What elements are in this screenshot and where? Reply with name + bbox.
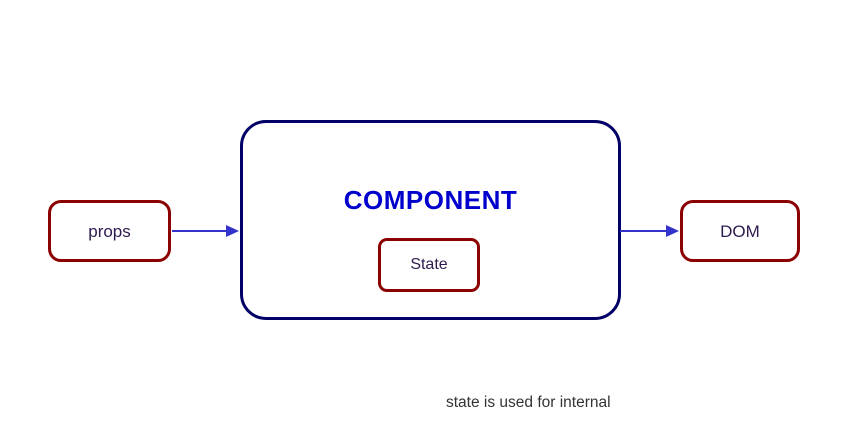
node-props[interactable]: props (48, 200, 171, 262)
diagram-caption: state is used for internal communication… (446, 353, 692, 440)
arrow-component-to-dom (620, 224, 679, 238)
node-dom[interactable]: DOM (680, 200, 800, 262)
node-dom-label: DOM (720, 221, 760, 241)
arrow-props-to-component-icon (172, 225, 239, 237)
arrow-component-to-dom-icon (620, 225, 679, 237)
node-component[interactable]: COMPONENT (240, 120, 621, 320)
node-state[interactable]: State (378, 238, 480, 292)
node-props-label: props (88, 221, 131, 241)
caption-line-1: state is used for internal (446, 394, 611, 411)
node-state-label: State (410, 256, 448, 273)
arrow-props-to-component (172, 224, 239, 238)
node-component-label: COMPONENT (343, 185, 518, 215)
